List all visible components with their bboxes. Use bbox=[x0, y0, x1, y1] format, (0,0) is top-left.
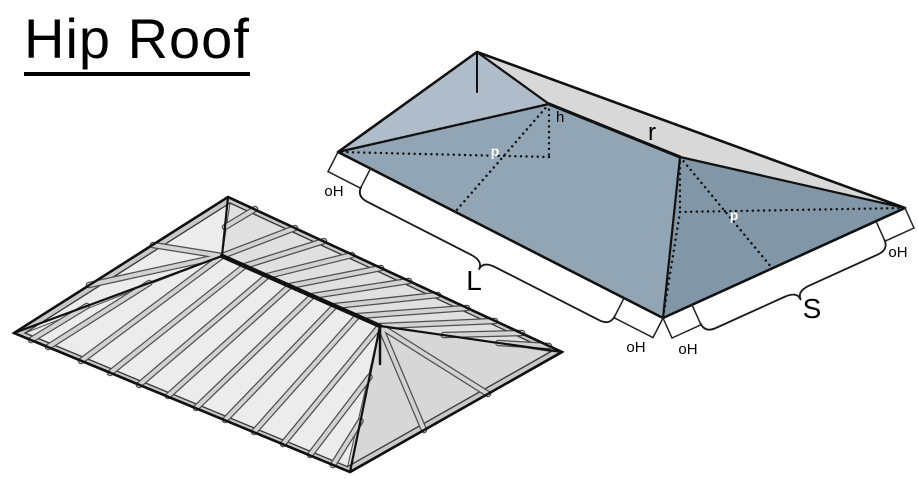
framing-illustration bbox=[11, 195, 565, 474]
roof-schematic: r h p p L S oH oH oH oH bbox=[324, 50, 915, 358]
hip-right-label: p bbox=[730, 207, 739, 223]
length-label: L bbox=[466, 265, 482, 296]
roof-left-end-face bbox=[338, 52, 549, 152]
height-label: h bbox=[556, 109, 564, 126]
length-brace bbox=[358, 185, 616, 324]
framing-rafters bbox=[29, 207, 551, 467]
roof-hip-edges bbox=[336, 50, 907, 320]
roof-ridge-edge bbox=[547, 102, 682, 159]
span-label: S bbox=[803, 293, 822, 324]
roof-right-end-face bbox=[663, 157, 905, 318]
overhang-bottom-left-label: oH bbox=[626, 339, 645, 356]
framing-eave-outline bbox=[12, 195, 564, 474]
overhang-dimension-lines bbox=[327, 170, 915, 339]
dimension-ticks bbox=[327, 151, 915, 339]
rake-label: r bbox=[648, 119, 656, 146]
hip-projection-dotted-lines bbox=[336, 102, 907, 320]
page-title: Hip Roof bbox=[24, 9, 250, 76]
overhang-bottom-mid-label: oH bbox=[678, 341, 697, 358]
hip-front-label: p bbox=[491, 143, 500, 159]
framing-ridge-board bbox=[219, 253, 383, 329]
overhang-left-label: oH bbox=[324, 183, 343, 200]
roof-front-face bbox=[338, 104, 680, 318]
span-brace bbox=[699, 239, 887, 331]
overhang-right-label: oH bbox=[888, 244, 907, 261]
framing-hip-rafters bbox=[12, 195, 564, 474]
